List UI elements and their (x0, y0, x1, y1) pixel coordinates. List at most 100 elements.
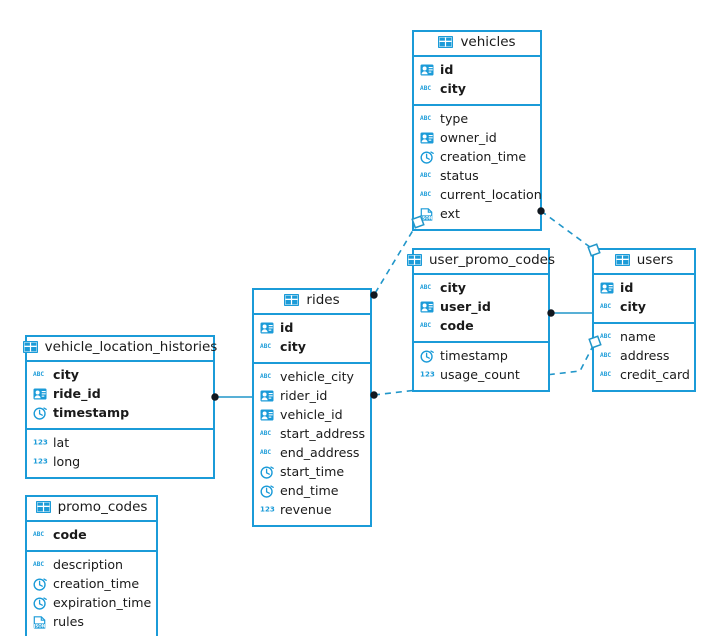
table-grid-icon (406, 254, 423, 267)
table-grid-icon (22, 341, 39, 354)
svg-text:ABC: ABC (600, 352, 611, 359)
column-row-timestamp[interactable]: timestamp (33, 404, 207, 423)
json-file-icon: JSON (33, 615, 48, 629)
column-row-name[interactable]: ABC name (600, 328, 688, 347)
clock-icon (260, 484, 275, 498)
column-row-rider_id[interactable]: rider_id (260, 387, 364, 406)
column-label: id (620, 279, 634, 295)
column-row-owner_id[interactable]: owner_id (420, 129, 534, 148)
column-label: status (440, 167, 479, 183)
column-row-city[interactable]: ABC city (260, 338, 364, 357)
123-number-icon: 123 (420, 369, 435, 382)
column-row-id[interactable]: id (420, 61, 534, 80)
table-header-promo_codes[interactable]: promo_codes (27, 497, 156, 522)
column-row-user_id[interactable]: user_id (420, 298, 542, 317)
column-row-type[interactable]: ABC type (420, 110, 534, 129)
column-label: timestamp (53, 404, 130, 420)
id-card-icon (33, 388, 48, 401)
svg-text:ABC: ABC (600, 333, 611, 340)
column-row-expiration_time[interactable]: expiration_time (33, 594, 152, 613)
column-label: city (440, 279, 467, 295)
column-label: rider_id (280, 387, 328, 403)
column-row-status[interactable]: ABC status (420, 167, 534, 186)
column-label: type (440, 110, 469, 126)
abc-text-icon: ABC (260, 428, 275, 441)
table-name-label: vehicles (460, 34, 516, 50)
abc-text-icon: ABC (600, 369, 615, 382)
table-header-rides[interactable]: rides (254, 290, 370, 315)
column-label: lat (53, 434, 70, 450)
column-row-start_address[interactable]: ABC start_address (260, 425, 366, 444)
abc-text-icon: ABC (600, 350, 615, 363)
id-card-icon (420, 301, 435, 314)
abc-text-icon: ABC (260, 371, 275, 384)
clock-icon (33, 406, 48, 420)
column-row-end_time[interactable]: end_time (260, 482, 364, 501)
column-row-ride_id[interactable]: ride_id (33, 385, 207, 404)
table-header-user_promo_codes[interactable]: user_promo_codes (406, 250, 555, 275)
column-label: expiration_time (53, 594, 152, 610)
column-label: start_address (280, 425, 366, 441)
column-label: id (440, 61, 454, 77)
column-label: ext (440, 205, 460, 221)
column-label: city (280, 338, 307, 354)
column-row-vehicle_id[interactable]: vehicle_id (260, 406, 364, 425)
column-row-creation_time[interactable]: creation_time (33, 575, 150, 594)
abc-text-icon: ABC (420, 113, 435, 126)
column-label: credit_card (620, 366, 690, 382)
table-grid-icon (438, 36, 454, 49)
abc-text-icon: ABC (420, 320, 435, 333)
svg-text:123: 123 (33, 456, 48, 465)
abc-text-icon: ABC (420, 189, 435, 202)
relationship-line-vehicles-to-users (540, 210, 595, 251)
column-row-id[interactable]: id (600, 279, 688, 298)
column-row-id[interactable]: id (260, 319, 364, 338)
column-row-credit_card[interactable]: ABC credit_card (600, 366, 690, 385)
table-name-label: rides (306, 292, 340, 308)
column-label: description (53, 556, 124, 572)
svg-text:ABC: ABC (260, 373, 271, 380)
table-name-label: vehicle_location_histories (44, 339, 218, 355)
abc-text-icon: ABC (420, 170, 435, 183)
column-label: name (620, 328, 656, 344)
clock-icon (33, 596, 48, 610)
table-header-vehicle_location_histories[interactable]: vehicle_location_histories (22, 337, 217, 362)
column-row-city[interactable]: ABC city (420, 279, 542, 298)
table-header-users[interactable]: users (594, 250, 694, 275)
abc-text-icon: ABC (260, 341, 275, 354)
column-label: end_address (280, 444, 360, 460)
column-label: vehicle_id (280, 406, 343, 422)
column-row-creation_time[interactable]: creation_time (420, 148, 534, 167)
column-row-timestamp[interactable]: timestamp (420, 347, 542, 366)
svg-text:ABC: ABC (420, 284, 431, 291)
column-row-start_time[interactable]: start_time (260, 463, 364, 482)
clock-icon (420, 150, 435, 164)
table-header-vehicles[interactable]: vehicles (414, 32, 540, 57)
